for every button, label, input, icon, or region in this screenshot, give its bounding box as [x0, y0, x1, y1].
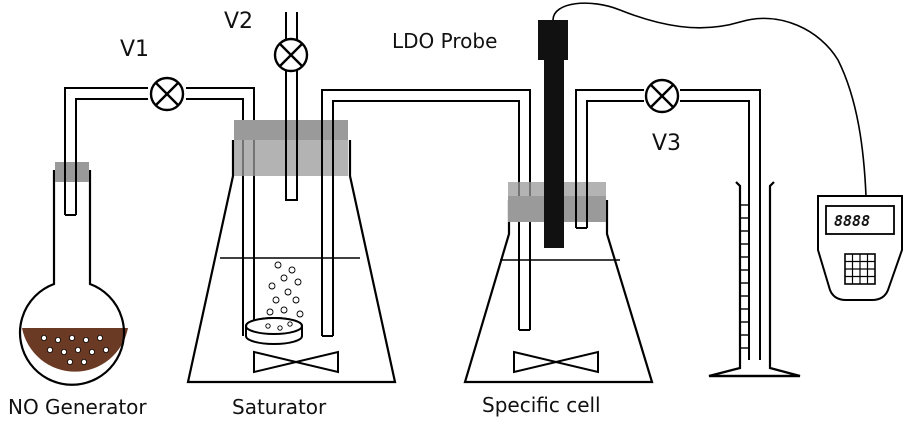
saturator-flask [186, 120, 397, 384]
no-generator-bubbles [41, 334, 110, 365]
label-specific-cell: Specific cell [482, 393, 601, 417]
specific-cell-stirrer [513, 350, 599, 374]
tube-saturator-to-cell [321, 89, 531, 337]
meter-display [825, 205, 895, 235]
saturator-stirrer [253, 350, 339, 374]
valve-v2[interactable] [273, 37, 309, 73]
label-v3: V3 [652, 131, 681, 156]
magnetic-stirrer-icon [513, 350, 599, 374]
tube-v2-vent [285, 12, 298, 201]
no-generator-flask [18, 162, 128, 386]
label-v1: V1 [120, 37, 149, 62]
tube-generator-to-saturator [64, 87, 255, 336]
valve-v1[interactable] [149, 76, 185, 112]
label-saturator: Saturator [232, 395, 327, 419]
magnetic-stirrer-icon [253, 350, 339, 374]
keypad-icon[interactable] [844, 253, 876, 285]
label-ldo-probe: LDO Probe [392, 29, 497, 53]
no-generator-stopper [55, 162, 89, 182]
cylinder-graduations [740, 204, 748, 349]
tube-cell-to-cylinder [575, 89, 761, 360]
ldo-probe [538, 2, 867, 248]
probe-cable [552, 2, 867, 197]
valve-v3[interactable] [644, 78, 680, 114]
graduated-cylinder [708, 181, 801, 378]
meter-display-readout: 8888 [834, 212, 870, 230]
label-v2: V2 [224, 9, 253, 34]
saturator-bubbles [265, 261, 304, 331]
ldo-meter: 8888 [817, 195, 903, 301]
label-no-generator: NO Generator [8, 395, 147, 419]
